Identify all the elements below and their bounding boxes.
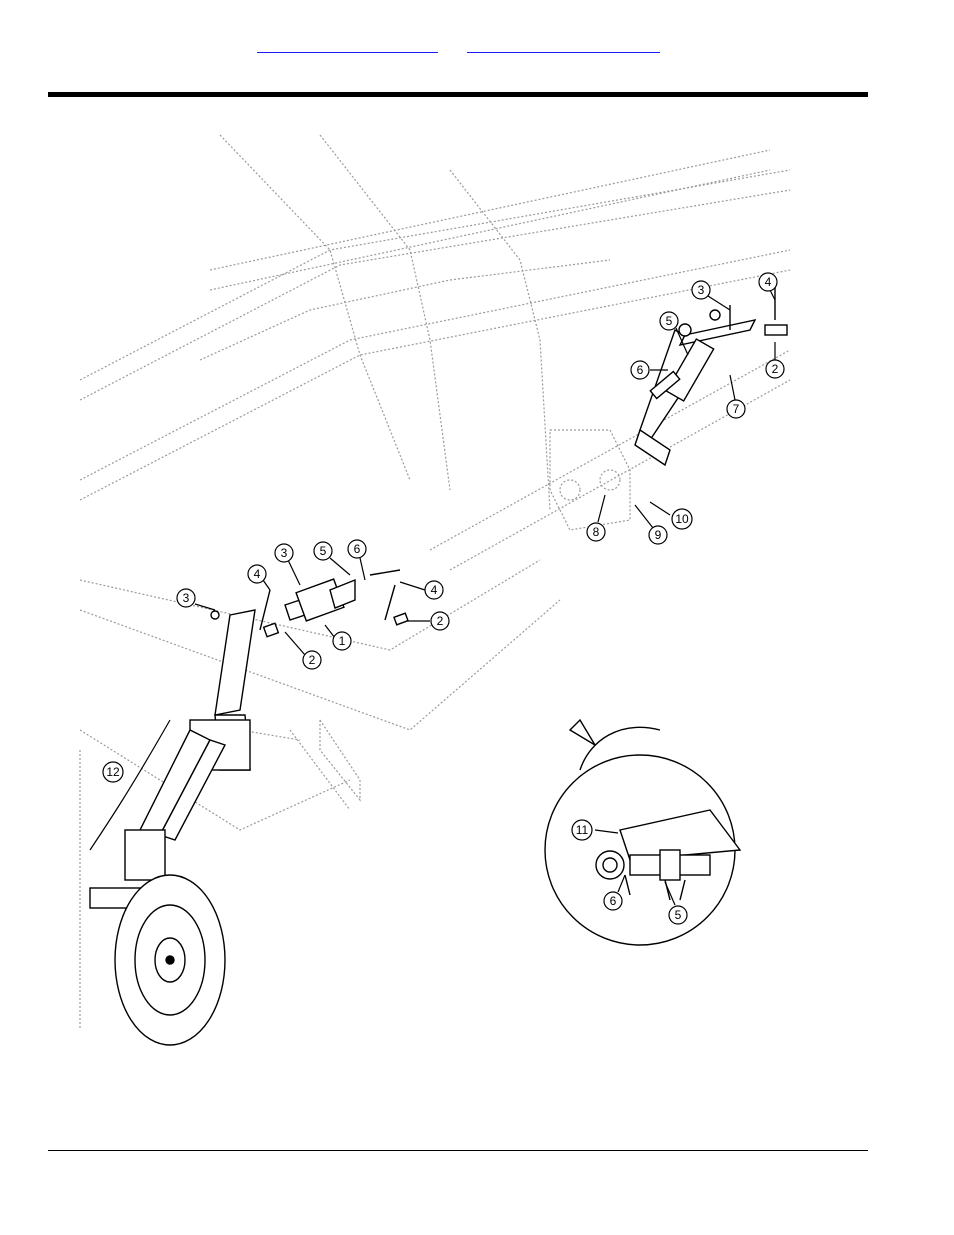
parts-diagram: 1 2 2 2 3 3 3 4 4 4 5 5 5 6 6 6 7 8 9 10… (70, 130, 810, 1050)
header-link-1[interactable] (257, 38, 438, 53)
callout-10: 10 (650, 502, 692, 529)
svg-text:4: 4 (765, 275, 772, 289)
svg-text:1: 1 (339, 634, 346, 648)
callout-2c: 2 (766, 342, 784, 378)
svg-text:2: 2 (309, 653, 316, 667)
svg-text:4: 4 (254, 567, 261, 581)
callout-8: 8 (587, 495, 605, 541)
callout-3a: 3 (177, 589, 215, 610)
svg-text:10: 10 (675, 512, 689, 526)
callout-12: 12 (103, 762, 123, 782)
svg-text:3: 3 (698, 283, 705, 297)
callout-5a: 5 (314, 542, 350, 575)
svg-text:3: 3 (183, 591, 190, 605)
callout-11: 11 (572, 820, 618, 840)
callout-1: 1 (325, 625, 351, 650)
header-rule (48, 92, 868, 97)
callout-6a: 6 (348, 540, 366, 580)
svg-text:6: 6 (610, 894, 617, 908)
callout-4b: 4 (400, 581, 443, 599)
callout-5c: 5 (665, 882, 687, 924)
header-link-2[interactable] (467, 38, 660, 53)
svg-text:8: 8 (593, 525, 600, 539)
svg-text:9: 9 (655, 528, 662, 542)
caster-wheel-assembly (90, 610, 255, 1045)
svg-text:6: 6 (637, 363, 644, 377)
svg-text:11: 11 (576, 823, 589, 837)
callout-2b: 2 (285, 632, 321, 669)
callout-7: 7 (727, 375, 745, 418)
svg-text:5: 5 (320, 544, 327, 558)
svg-text:2: 2 (437, 614, 444, 628)
svg-text:3: 3 (281, 546, 288, 560)
svg-text:7: 7 (733, 402, 740, 416)
svg-text:4: 4 (431, 583, 438, 597)
callout-9: 9 (635, 505, 667, 544)
svg-text:2: 2 (772, 362, 779, 376)
callout-4a: 4 (248, 565, 270, 590)
svg-text:12: 12 (106, 765, 120, 779)
callout-6c: 6 (604, 875, 625, 910)
header-links (0, 38, 954, 58)
rear-cylinder-assembly (635, 280, 787, 465)
svg-text:6: 6 (354, 542, 361, 556)
svg-text:5: 5 (675, 908, 682, 922)
footer-rule (48, 1150, 868, 1151)
svg-text:5: 5 (666, 314, 673, 328)
callout-3b: 3 (275, 544, 300, 585)
